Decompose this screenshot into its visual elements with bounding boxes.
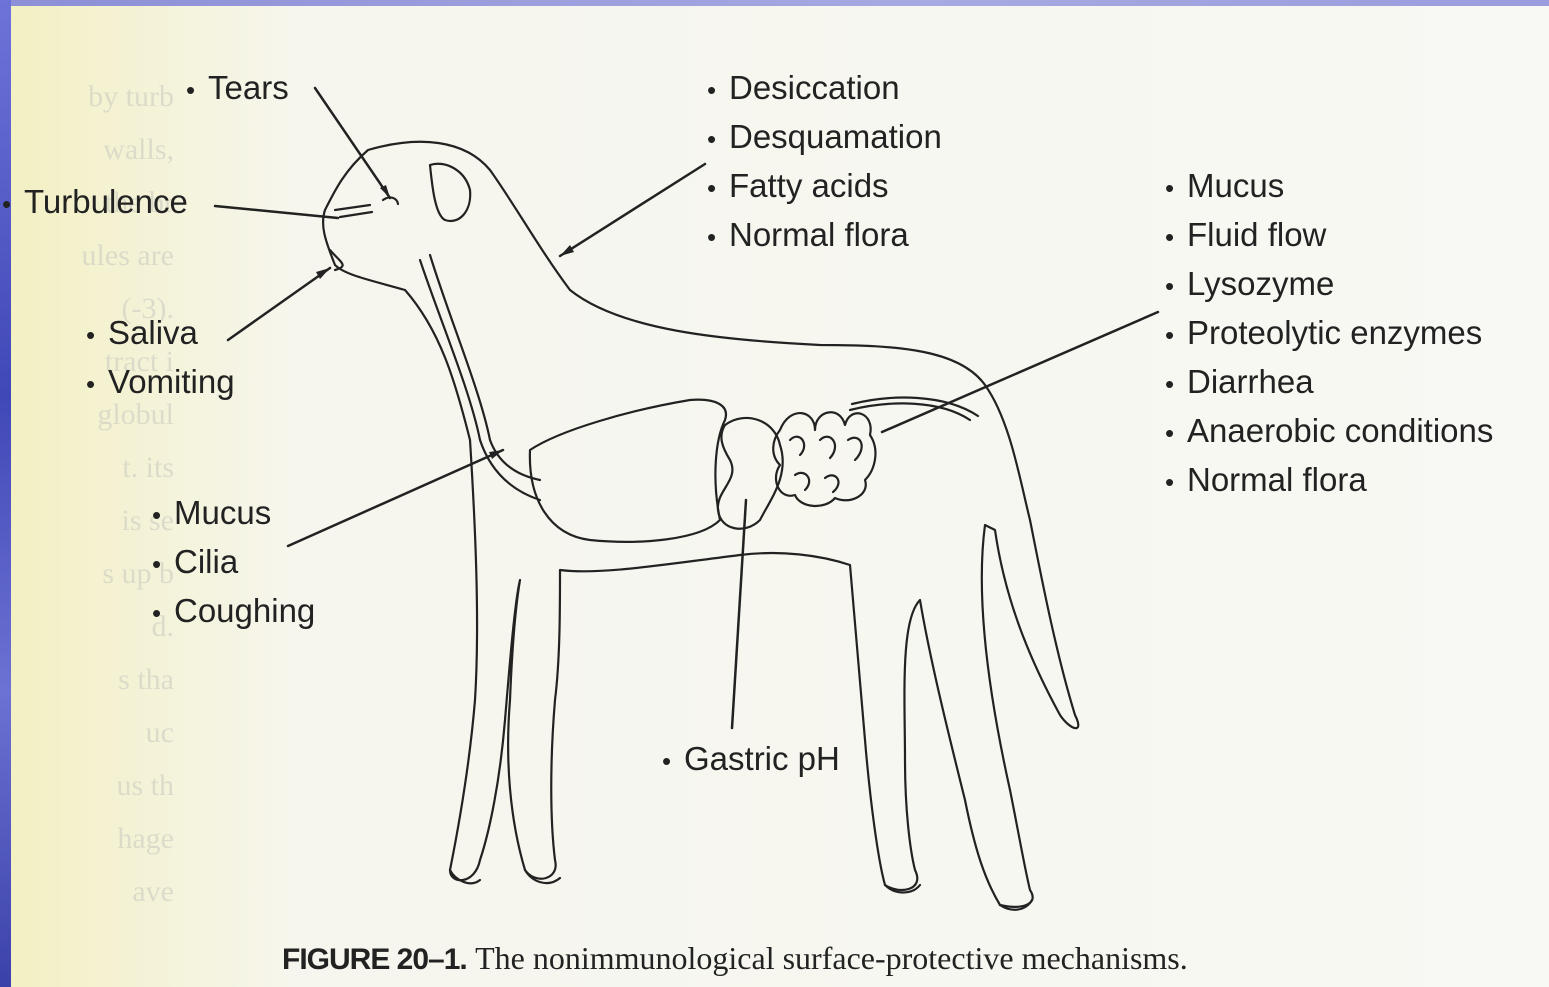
bullet-icon: • [707,213,729,262]
label-respiratory-coughing: •Coughing [152,586,315,638]
dog-outline [323,142,1078,907]
bullet-icon: • [1165,409,1187,458]
label-intestine-fluid-flow: •Fluid flow [1165,210,1326,262]
bullet-icon: • [186,66,208,115]
label-tears: •Tears [186,63,289,115]
pointer-line-respiratory [288,450,503,546]
pointer-line-tears [315,88,390,198]
label-respiratory-cilia: •Cilia [152,537,238,589]
label-turbulence: •Turbulence [2,177,188,229]
small-intestine [773,412,875,506]
figure-number: FIGURE 20–1. [282,943,467,976]
large-intestine [850,398,978,420]
pointer-line-turbulence [215,206,338,218]
pointer-line-saliva [228,268,330,340]
bullet-icon: • [152,491,174,540]
label-intestine-proteolytic-enzymes: •Proteolytic enzymes [1165,308,1482,360]
label-respiratory-mucus: •Mucus [152,488,271,540]
label-saliva: •Saliva [86,308,198,360]
figure-caption-text: The nonimmunological surface-protective … [475,940,1188,976]
label-intestine-diarrhea: •Diarrhea [1165,357,1314,409]
bullet-icon: • [86,311,108,360]
label-skin-fatty-acids: •Fatty acids [707,161,889,213]
arrowhead-skin [560,245,574,256]
label-intestine-normal-flora: •Normal flora [1165,455,1367,507]
label-intestine-lysozyme: •Lysozyme [1165,259,1334,311]
label-skin-normal-flora: •Normal flora [707,210,909,262]
bullet-icon: • [1165,213,1187,262]
bullet-icon: • [707,164,729,213]
lungs [530,400,726,542]
pointer-line-skin [560,164,705,256]
label-intestine-anaerobic-conditions: •Anaerobic conditions [1165,406,1493,458]
dog-ear [430,164,470,221]
bullet-icon: • [707,115,729,164]
bullet-icon: • [662,737,684,786]
nasal-passage [335,205,372,217]
bullet-icon: • [1165,164,1187,213]
bullet-icon: • [152,540,174,589]
bullet-icon: • [2,180,24,229]
bullet-icon: • [1165,458,1187,507]
label-vomiting: •Vomiting [86,357,235,409]
figure-caption: FIGURE 20–1. The nonimmunological surfac… [282,940,1188,977]
bullet-icon: • [1165,311,1187,360]
front-paw [450,870,560,883]
pointer-line-intestine [882,312,1158,432]
label-stomach-gastric-ph: •Gastric pH [662,734,840,786]
intestine-loops [790,437,862,492]
pointer-line-stomach [732,500,746,728]
trachea [420,260,540,500]
label-intestine-mucus: •Mucus [1165,161,1284,213]
label-skin-desquamation: •Desquamation [707,112,942,164]
esophagus [430,255,540,480]
label-skin-desiccation: •Desiccation [707,63,900,115]
bullet-icon: • [152,589,174,638]
bullet-icon: • [1165,360,1187,409]
stomach [718,418,783,529]
bullet-icon: • [707,66,729,115]
bullet-icon: • [1165,262,1187,311]
bullet-icon: • [86,360,108,409]
